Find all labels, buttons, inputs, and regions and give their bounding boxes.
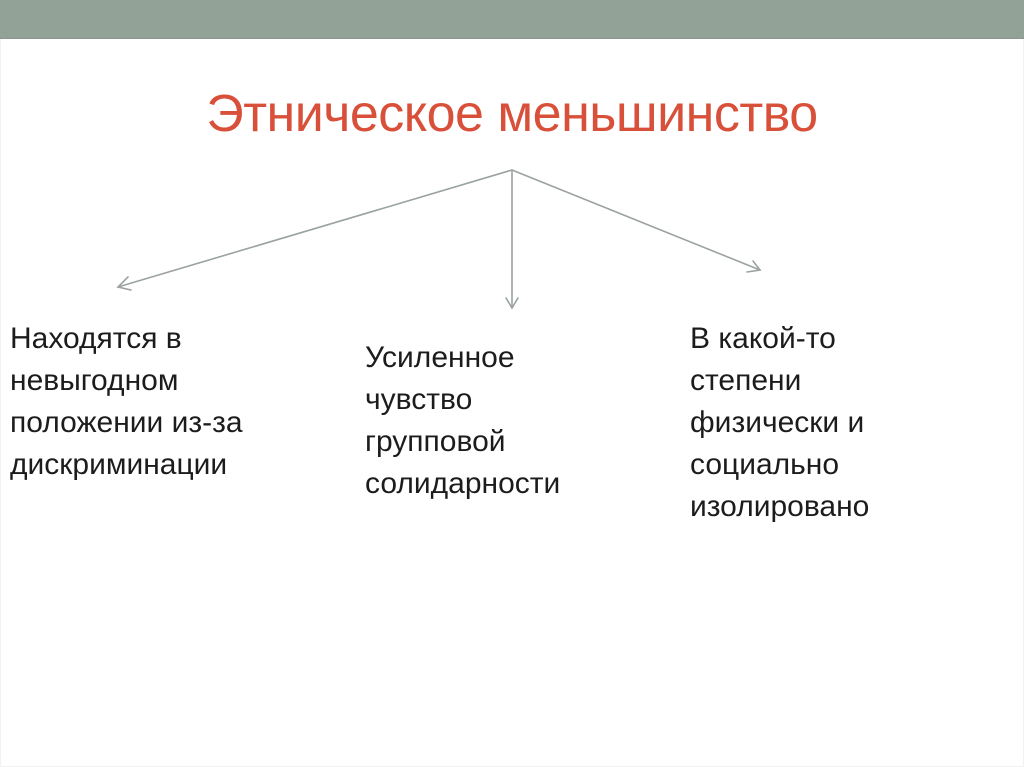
branch-left-text: Находятся в невыгодном положении из-за д… — [10, 318, 243, 486]
slide-title: Этническое меньшинство — [206, 85, 818, 143]
text-line: групповой — [365, 425, 506, 458]
arrow-left-icon — [116, 169, 513, 291]
branch-right-text: В какой-то степени физически и социально… — [690, 318, 869, 528]
arrow-right-icon — [511, 169, 762, 273]
text-line: социально — [690, 448, 840, 481]
text-line: Усиленное — [365, 341, 515, 374]
text-line: Находятся в — [10, 322, 182, 355]
text-line: изолировано — [690, 490, 870, 523]
text-line: физически и — [690, 406, 865, 439]
branch-middle-text: Усиленное чувство групповой солидарности — [365, 337, 560, 505]
text-line: чувство — [365, 383, 473, 416]
text-line: дискриминации — [10, 448, 228, 481]
text-line: невыгодном — [10, 364, 179, 397]
text-line: В какой-то — [690, 322, 836, 355]
arrow-down-icon — [505, 169, 519, 310]
top-decorative-band — [0, 0, 1024, 39]
text-line: степени — [690, 364, 802, 397]
text-line: солидарности — [365, 467, 561, 500]
text-line: положении из-за — [10, 406, 243, 439]
